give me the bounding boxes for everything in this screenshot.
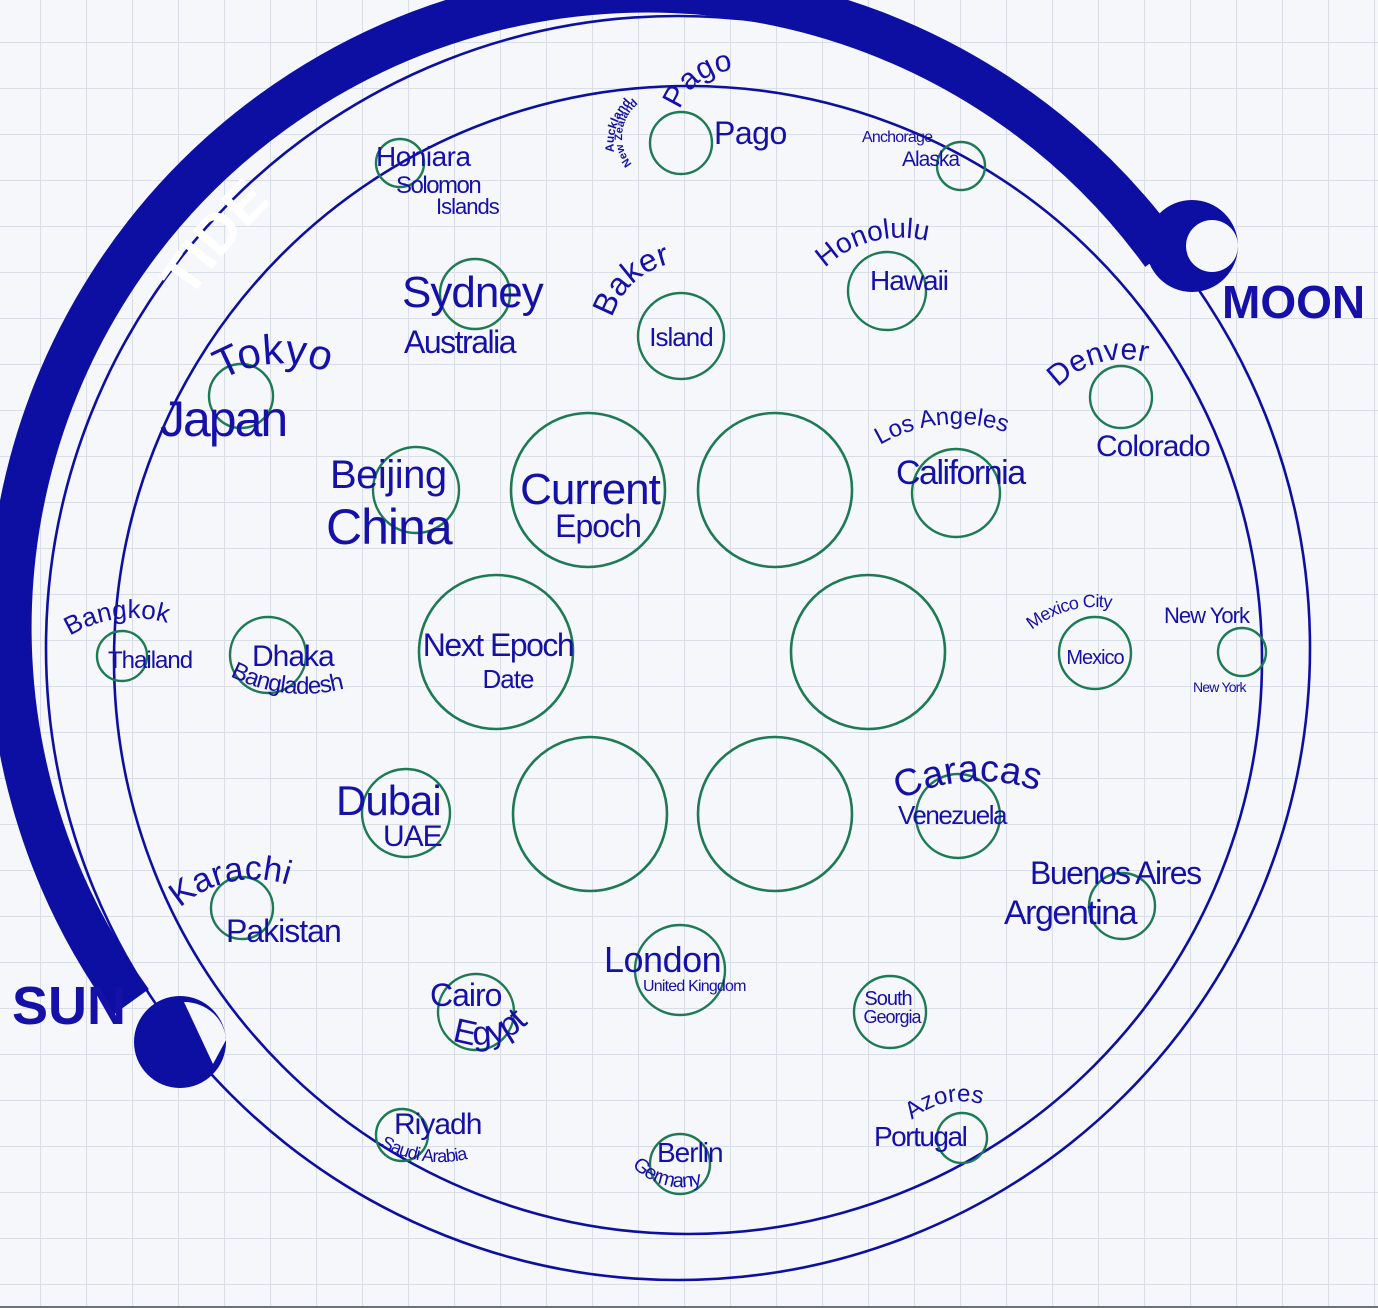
- region-label-solomon: Solomon: [396, 172, 480, 199]
- city-circle-berlin[interactable]: [648, 1132, 712, 1196]
- current-epoch-label: Current: [520, 465, 660, 514]
- city-label-caracas: Caracas: [887, 748, 1046, 808]
- city-circle-baker[interactable]: [636, 291, 726, 381]
- city-circle-riyadh[interactable]: [374, 1107, 430, 1163]
- region-label-pago: Pago: [714, 115, 787, 151]
- current-epoch-sublabel: Epoch: [555, 508, 641, 544]
- city-circle-anchorage[interactable]: [935, 140, 987, 192]
- inner-thin-ring: [112, 84, 1264, 1236]
- region-label-california: California: [896, 454, 1026, 492]
- city-circle-london[interactable]: [633, 923, 727, 1017]
- city-label-mexico-city: Mexico City: [1022, 591, 1113, 633]
- epoch-slot-circle[interactable]: [696, 735, 854, 893]
- sun-marker: SUN: [12, 976, 226, 1088]
- city-circle-bangkok[interactable]: [95, 629, 149, 683]
- epoch-slot-circle[interactable]: [789, 573, 947, 731]
- window-bottom-border: [0, 1306, 1378, 1308]
- city-label-sydney: Sydney: [402, 268, 544, 317]
- next-epoch-label: Next Epoch: [423, 627, 573, 663]
- city-circle-caracas[interactable]: [914, 772, 1002, 860]
- outer-thin-ring: [44, 14, 1312, 1282]
- region-label-island: Island: [649, 322, 712, 352]
- next-epoch-sublabel: Date: [483, 664, 534, 694]
- city-circle-los-angeles[interactable]: [910, 447, 1002, 539]
- region-label-venezuela: Venezuela: [898, 800, 1008, 830]
- region-label-colorado: Colorado: [1096, 430, 1210, 463]
- city-circle-cairo[interactable]: [436, 972, 516, 1052]
- city-circle-new-york[interactable]: [1216, 626, 1268, 678]
- city-label-pago: Pago: [656, 44, 734, 113]
- city-circle-dhaka[interactable]: [228, 615, 308, 695]
- city-label-anchorage: Anchorage: [862, 129, 933, 146]
- city-label-beijing: Beijing: [330, 453, 447, 497]
- epoch-slot-circle[interactable]: [696, 411, 854, 569]
- city-circle-honolulu[interactable]: [846, 250, 928, 332]
- region-label-georgia: Georgia: [863, 1007, 922, 1027]
- epoch-slot-circle[interactable]: [511, 735, 669, 893]
- city-label-honiara: Honiara: [376, 141, 471, 172]
- city-circle-tokyo[interactable]: [207, 362, 275, 430]
- region-label-islands: Islands: [436, 194, 500, 219]
- city-circle-denver[interactable]: [1088, 364, 1154, 430]
- region-label-thailand: Thailand: [108, 647, 192, 674]
- city-circle-azores[interactable]: [935, 1111, 989, 1165]
- city-label-cairo: Cairo: [430, 977, 502, 1013]
- city-circle-beijing[interactable]: [371, 445, 461, 535]
- moon-crescent-cutout: [1186, 220, 1238, 272]
- city-label-berlin: Berlin: [657, 1137, 723, 1168]
- moon-marker: MOON: [1146, 200, 1365, 328]
- moon-label: MOON: [1222, 276, 1365, 328]
- region-label-australia: Australia: [404, 324, 517, 360]
- city-circle-karachi[interactable]: [209, 875, 275, 941]
- city-label-baker: Baker: [585, 236, 673, 321]
- region-label-china: China: [326, 499, 453, 555]
- region-label-pakistan: Pakistan: [226, 913, 341, 949]
- city-label-bangkok: Bangkok: [59, 594, 174, 641]
- city-label-south: South: [864, 988, 911, 1010]
- region-label-mexico: Mexico: [1066, 647, 1124, 669]
- city-circle-buenos-aires[interactable]: [1087, 871, 1157, 941]
- dial-rings: TIDE: [10, 0, 1312, 1282]
- city-label-london: London: [604, 939, 721, 980]
- city-label-dhaka: Dhaka: [252, 640, 335, 673]
- city-circle-honiara[interactable]: [374, 137, 426, 189]
- city-label-riyadh: Riyadh: [394, 1108, 481, 1141]
- sun-half-light: [184, 1001, 226, 1064]
- city-circle-dubai[interactable]: [360, 767, 452, 859]
- city-label-denver: Denver: [1041, 333, 1152, 393]
- city-label-buenos-aires: Buenos Aires: [1030, 855, 1201, 891]
- next-epoch-circle[interactable]: [417, 573, 575, 731]
- city-circle-south-georgia[interactable]: [852, 974, 928, 1050]
- city-circle-mexico-city[interactable]: [1057, 615, 1133, 691]
- region-label-alaska: Alaska: [902, 148, 960, 171]
- region-label-new-york: New York: [1193, 679, 1248, 695]
- region-label-japan: Japan: [160, 391, 286, 447]
- city-circle-sydney[interactable]: [438, 257, 512, 331]
- city-label-los-angeles: Los Angeles: [870, 403, 1012, 450]
- current-epoch-circle[interactable]: [509, 411, 667, 569]
- sun-label: SUN: [12, 976, 126, 1036]
- region-label-united-kingdom: United Kingdom: [643, 978, 746, 995]
- city-label-new-york: New York: [1164, 603, 1251, 628]
- city-label-tokyo: Tokyo: [205, 325, 338, 388]
- city-circle-pago-pago[interactable]: [648, 110, 714, 176]
- epoch-ring: Current Epoch Next Epoch Date: [417, 411, 947, 893]
- city-label-karachi: Karachi: [162, 849, 296, 914]
- region-label-portugal: Portugal: [874, 1121, 967, 1152]
- region-label-uae: UAE: [383, 820, 442, 853]
- city-label-azores: Azores: [900, 1080, 987, 1124]
- region-label-hawaii: Hawaii: [870, 265, 948, 296]
- city-label-dubai: Dubai: [336, 777, 441, 824]
- region-label-argentina: Argentina: [1004, 894, 1138, 932]
